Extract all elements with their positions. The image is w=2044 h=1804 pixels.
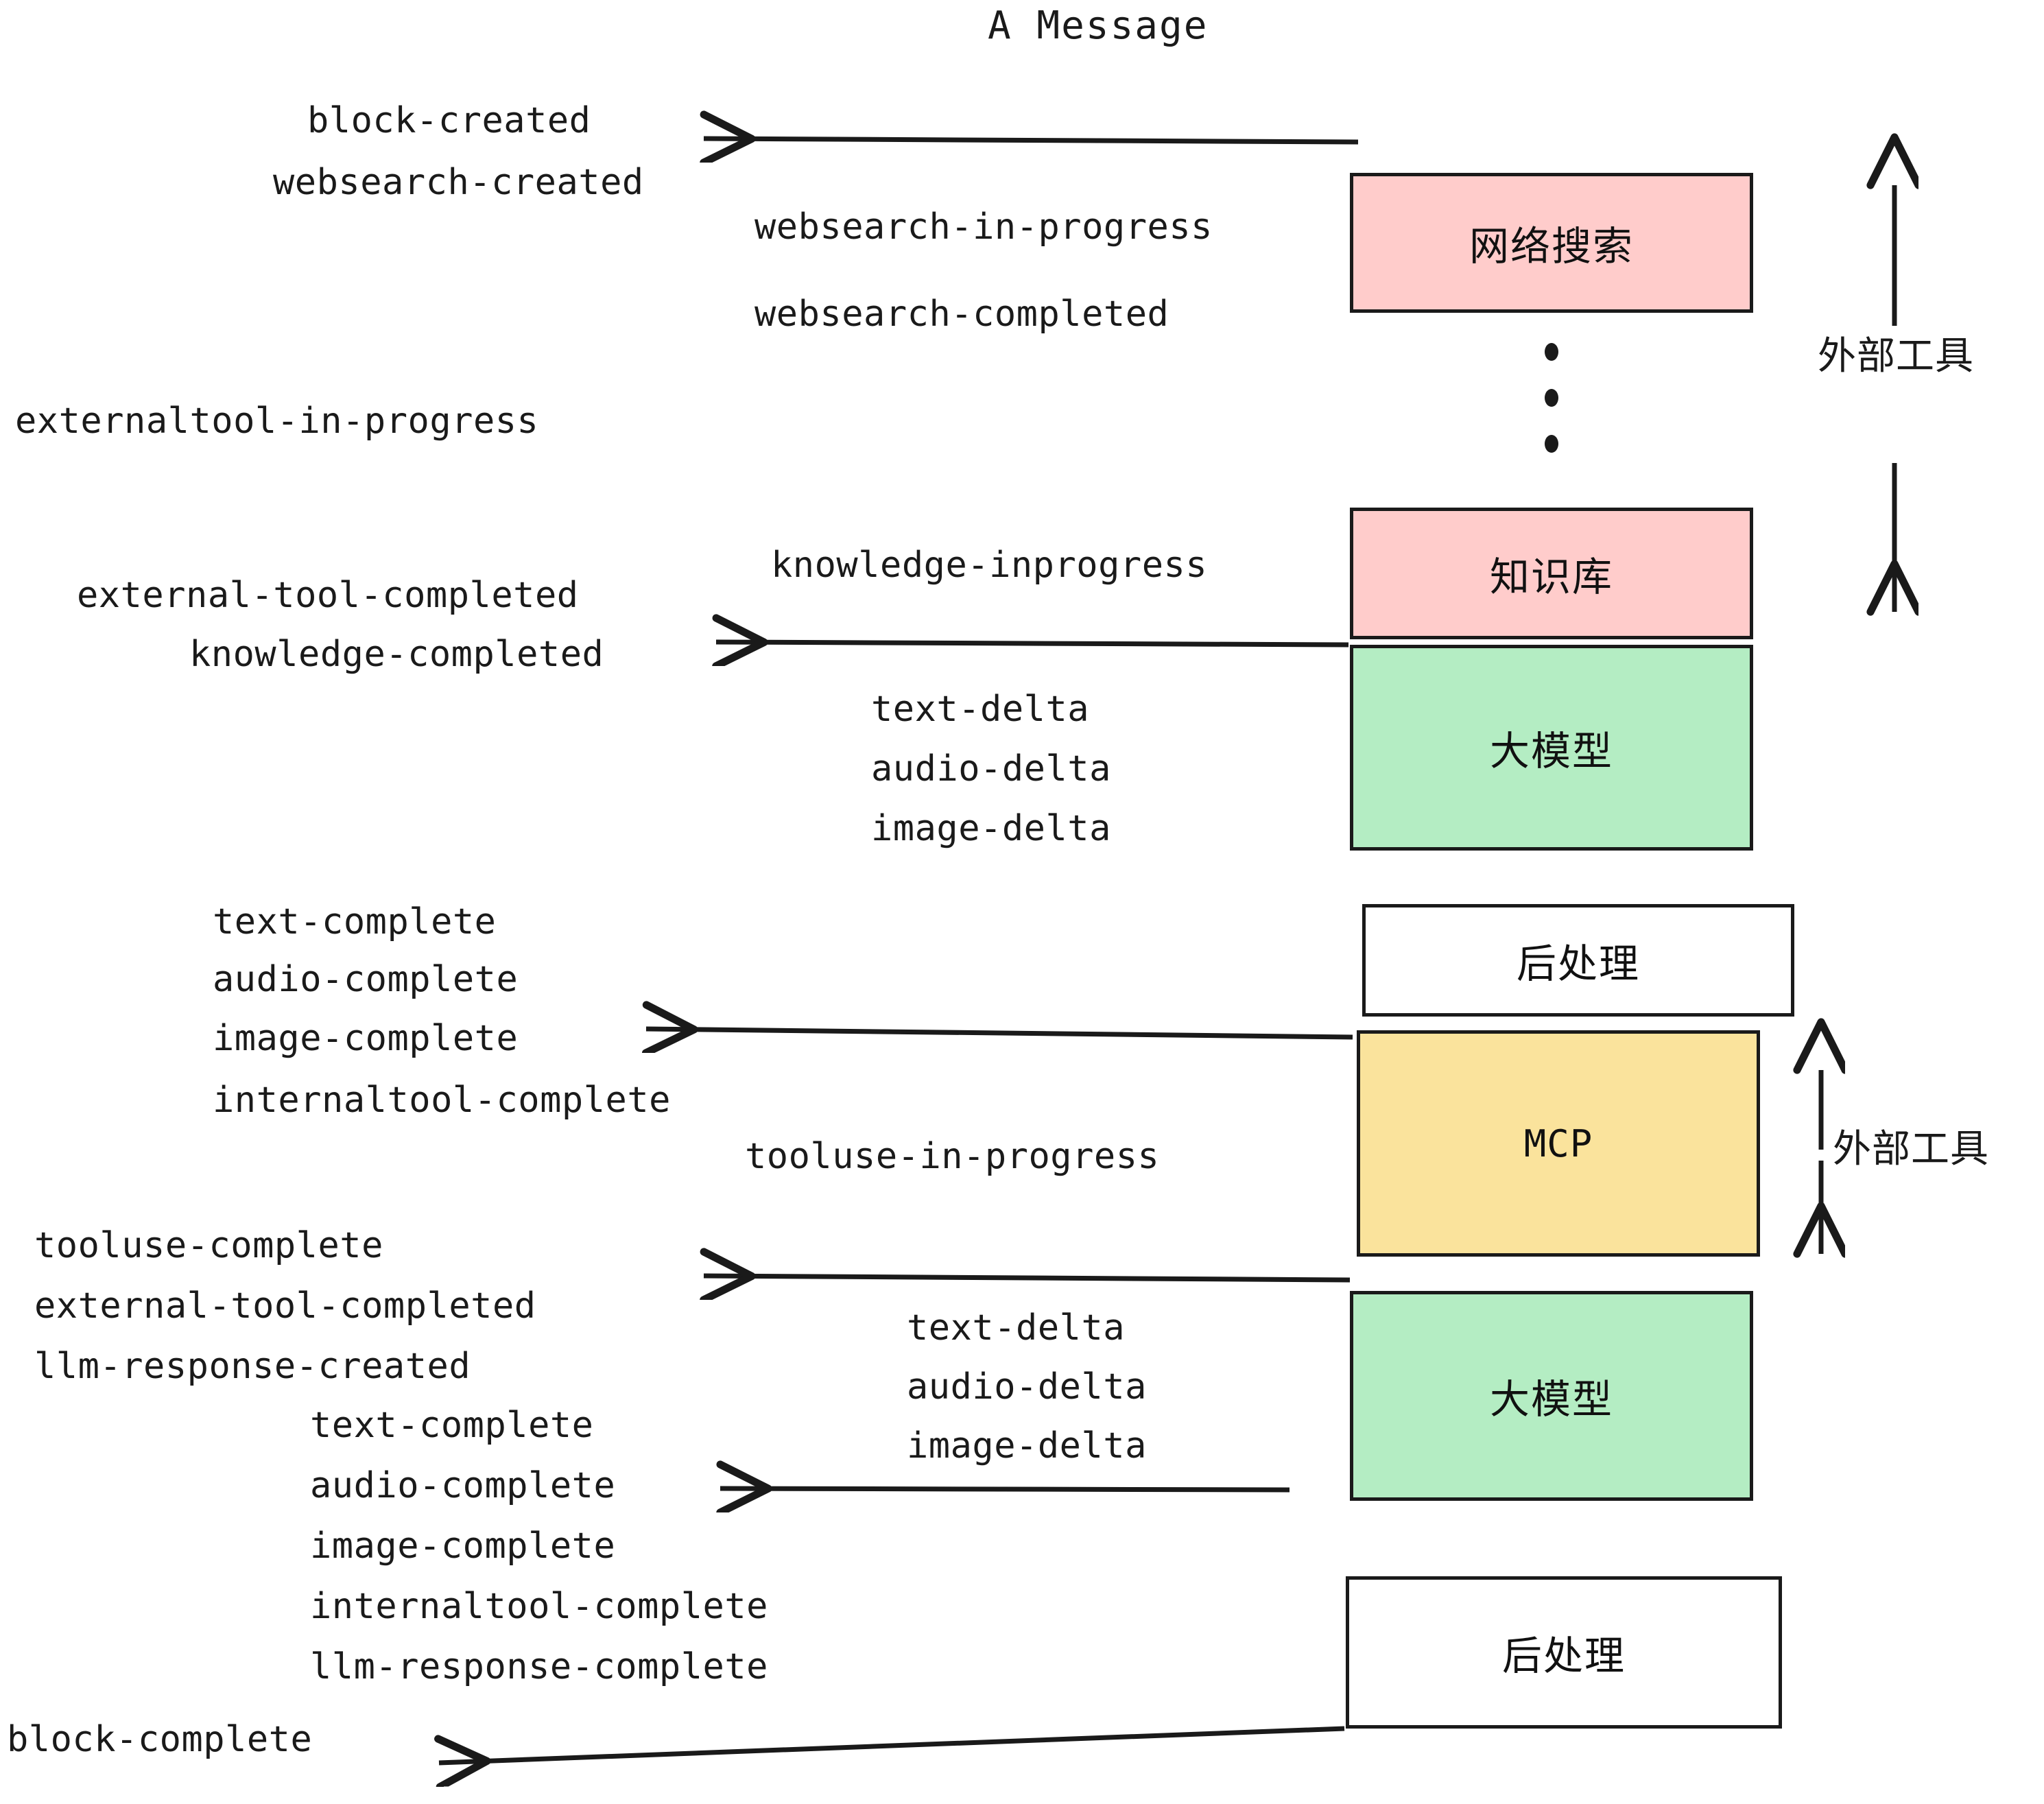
event-label-websearch-created: websearch-created [273, 162, 644, 203]
arrow-websearch-to-block-created [704, 139, 1359, 142]
event-label-knowledge-inprogress: knowledge-inprogress [771, 545, 1208, 586]
node-box-postprocess-2[interactable]: 后处理 [1346, 1576, 1782, 1729]
event-label-websearch-in-progress: websearch-in-progress [754, 206, 1213, 248]
node-box-websearch[interactable]: 网络搜索 [1350, 173, 1753, 313]
node-label-knowledge: 知识库 [1489, 554, 1613, 600]
arrow-knowledge-to-knowledge-completed [716, 642, 1349, 645]
event-label-websearch-completed: websearch-completed [754, 294, 1169, 335]
node-box-llm-1[interactable]: 大模型 [1350, 645, 1753, 851]
event-label-internaltool-complete-1: internaltool-complete [213, 1080, 671, 1121]
diagram-title: A Message [988, 3, 1209, 48]
event-label-block-created: block-created [307, 100, 591, 141]
arrow-postprocess1-to-image-complete [646, 1029, 1353, 1037]
side-label-external-tool-bottom: 外部工具 [1833, 1127, 1989, 1172]
event-label-text-delta-2: text-delta [907, 1307, 1126, 1349]
event-label-llm-response-created: llm-response-created [34, 1346, 471, 1387]
event-label-externaltool-in-progress: externaltool-in-progress [15, 401, 539, 442]
event-label-image-delta-2: image-delta [907, 1425, 1147, 1467]
event-label-image-delta-1: image-delta [871, 808, 1111, 849]
node-box-llm-2[interactable]: 大模型 [1350, 1291, 1753, 1501]
event-label-internaltool-complete-2: internaltool-complete [310, 1586, 768, 1627]
event-label-audio-delta-2: audio-delta [907, 1366, 1147, 1408]
node-label-llm-1: 大模型 [1489, 728, 1613, 774]
node-label-mcp: MCP [1523, 1121, 1593, 1165]
arrow-postprocess2-to-block-complete [439, 1726, 1345, 1763]
event-label-audio-complete-1: audio-complete [213, 959, 519, 1000]
event-label-tooluse-in-progress: tooluse-in-progress [745, 1136, 1160, 1177]
node-label-llm-2: 大模型 [1489, 1376, 1613, 1423]
node-label-websearch: 网络搜索 [1469, 223, 1634, 270]
side-label-external-tool-top: 外部工具 [1818, 334, 1974, 379]
node-label-postprocess-1: 后处理 [1516, 940, 1640, 987]
node-box-mcp[interactable]: MCP [1357, 1030, 1760, 1257]
event-label-block-complete: block-complete [7, 1719, 313, 1760]
event-label-audio-complete-2: audio-complete [310, 1465, 616, 1506]
event-label-image-complete-1: image-complete [213, 1018, 519, 1059]
event-label-image-complete-2: image-complete [310, 1526, 616, 1567]
event-label-external-tool-completed-2: external-tool-completed [34, 1285, 536, 1327]
event-label-knowledge-completed: knowledge-completed [189, 634, 604, 675]
node-box-knowledge[interactable]: 知识库 [1350, 508, 1753, 639]
node-label-postprocess-2: 后处理 [1501, 1633, 1626, 1679]
event-label-llm-response-complete: llm-response-complete [310, 1646, 768, 1687]
event-label-audio-delta-1: audio-delta [871, 748, 1111, 790]
event-label-text-complete-1: text-complete [213, 901, 497, 942]
arrow-mcp-to-tooluse-complete [704, 1276, 1351, 1280]
event-label-tooluse-complete: tooluse-complete [34, 1225, 383, 1266]
node-box-postprocess-1[interactable]: 后处理 [1362, 904, 1794, 1017]
event-label-text-complete-2: text-complete [310, 1405, 594, 1446]
event-label-text-delta-1: text-delta [871, 689, 1090, 730]
event-label-external-tool-completed-1: external-tool-completed [77, 575, 579, 616]
vertical-ellipsis-icon [1543, 343, 1560, 453]
arrow-llm2-to-audio-complete [720, 1488, 1290, 1490]
